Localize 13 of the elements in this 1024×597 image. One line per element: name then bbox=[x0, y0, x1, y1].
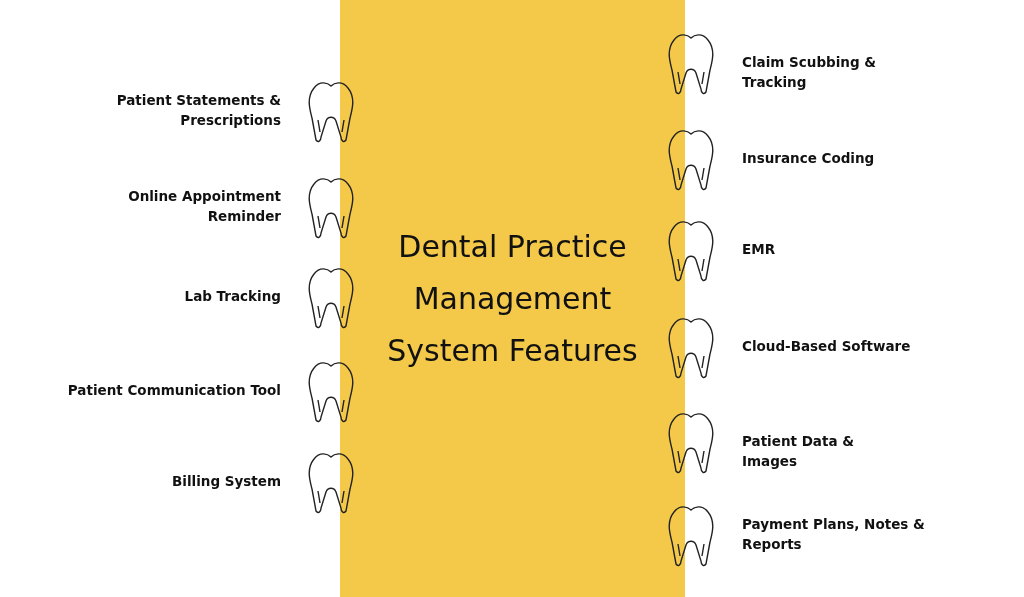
feature-label: Payment Plans, Notes & Reports bbox=[742, 515, 926, 554]
feature-label: Online Appointment Reminder bbox=[127, 187, 281, 226]
feature-label: Lab Tracking bbox=[183, 287, 281, 306]
feature-label: Claim Scubbing & Tracking bbox=[742, 53, 878, 92]
feature-label: Insurance Coding bbox=[742, 149, 876, 168]
feature-label: Billing System bbox=[171, 472, 281, 491]
center-band bbox=[340, 0, 685, 597]
feature-label: Cloud-Based Software bbox=[742, 337, 912, 356]
band-label: Dental Practice Management System Features bbox=[386, 227, 639, 370]
feature-label: EMR bbox=[742, 240, 777, 259]
feature-label: Patient Communication Tool bbox=[66, 381, 281, 400]
feature-label: Patient Statements & Prescriptions bbox=[115, 91, 281, 130]
feature-label: Patient Data & Images bbox=[742, 432, 855, 471]
